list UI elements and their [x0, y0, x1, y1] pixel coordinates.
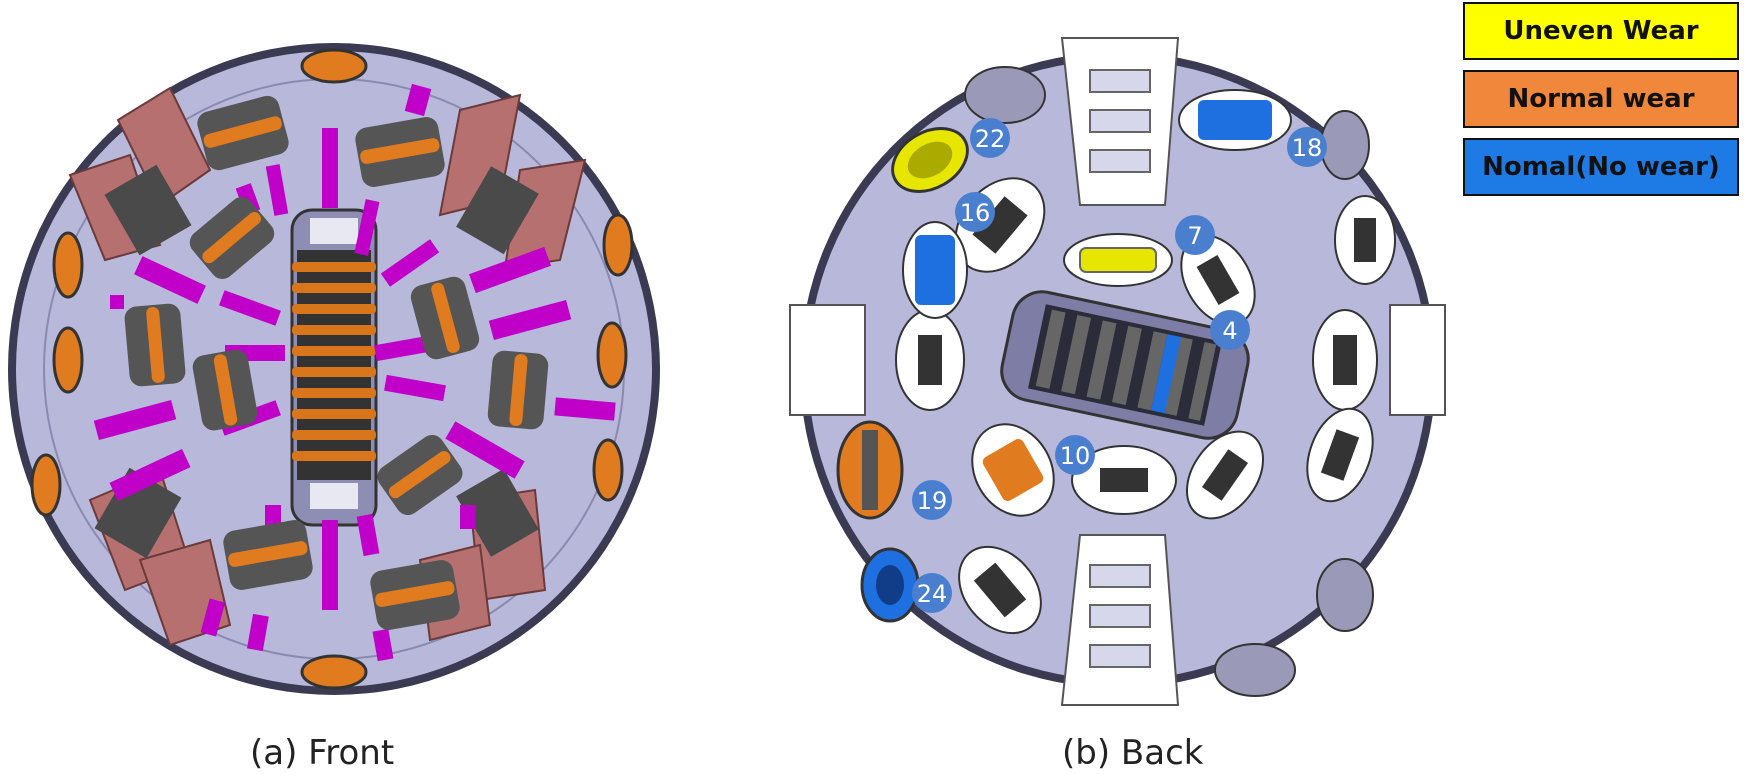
svg-text:4: 4 [1222, 317, 1237, 345]
front-magenta-slots [93, 83, 616, 662]
legend-uneven-wear: Uneven Wear [1463, 2, 1739, 60]
no-wear-cutter-16 [902, 221, 968, 319]
svg-text:7: 7 [1187, 222, 1202, 250]
normal-wear-cutter-10 [971, 423, 1055, 517]
svg-text:22: 22 [975, 125, 1006, 153]
marker-badge-icon: 4 [1210, 310, 1250, 350]
back-disc-cutters [836, 66, 1396, 697]
front-cutterhead [8, 43, 660, 695]
svg-text:10: 10 [1060, 442, 1091, 470]
marker-badge-icon: 22 [970, 118, 1010, 158]
caption-front: (a) Front [250, 733, 395, 773]
marker-badge-icon: 18 [1287, 127, 1327, 167]
no-wear-cutter-24 [860, 547, 920, 623]
back-cutterhead: 22 18 16 7 4 10 [789, 37, 1446, 706]
svg-text:19: 19 [917, 487, 948, 515]
marker-badge-icon: 7 [1175, 215, 1215, 255]
normal-wear-cutter-19 [836, 420, 904, 520]
marker-badge-icon: 19 [912, 480, 952, 520]
svg-text:24: 24 [917, 580, 948, 608]
svg-text:16: 16 [960, 199, 991, 227]
marker-badge-icon: 24 [912, 573, 952, 613]
legend-normal-wear: Normal wear [1463, 70, 1739, 128]
front-center-cutters [292, 218, 376, 509]
marker-badges: 22 18 16 7 4 10 [912, 118, 1327, 613]
legend-no-wear: Nomal(No wear) [1463, 138, 1739, 196]
uneven-wear-cutter-22 [891, 127, 969, 193]
caption-back: (b) Back [1062, 733, 1204, 773]
marker-badge-icon: 10 [1055, 435, 1095, 475]
uneven-wear-cutter [1063, 233, 1173, 287]
marker-badge-icon: 16 [955, 192, 995, 232]
front-disc-cutters [30, 48, 634, 690]
svg-text:18: 18 [1292, 134, 1323, 162]
no-wear-cutter-18 [1178, 89, 1292, 151]
